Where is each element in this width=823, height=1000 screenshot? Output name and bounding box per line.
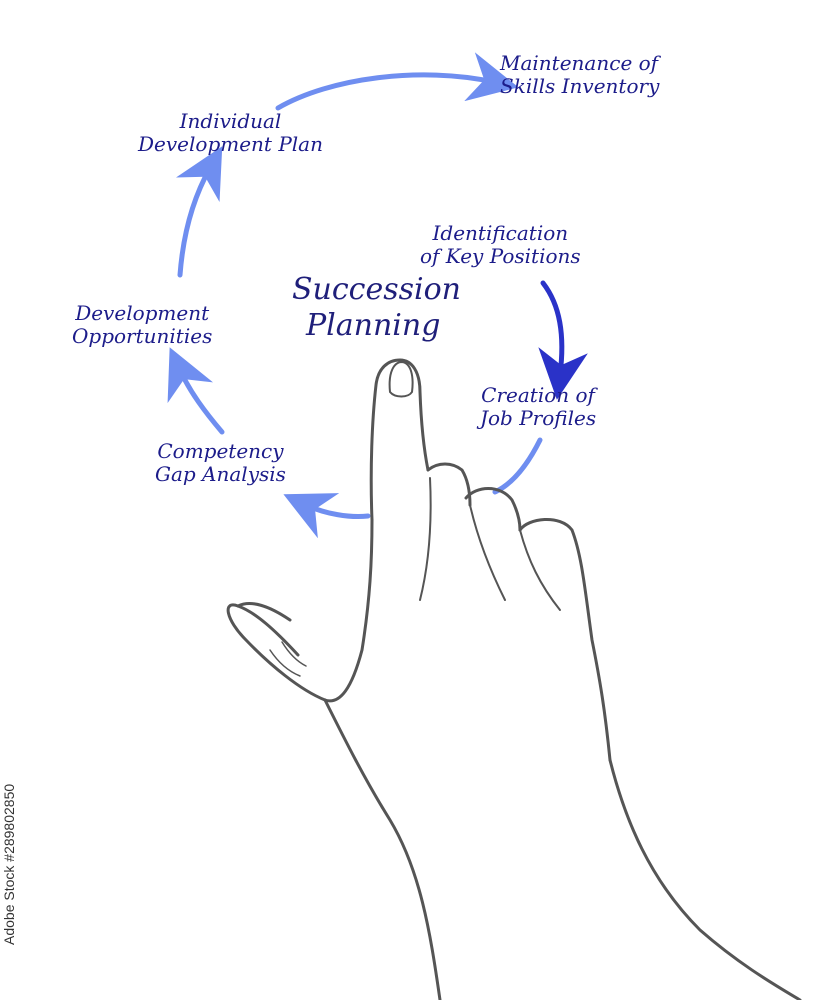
step-development-opportunities: Development Opportunities bbox=[72, 302, 212, 348]
step-competency-gap-analysis: Competency Gap Analysis bbox=[155, 440, 286, 486]
step-label-line: Maintenance of bbox=[500, 51, 659, 75]
arrow-opportunities-to-individual-plan bbox=[175, 146, 223, 278]
arrow-gap-to-development-opportunities bbox=[167, 347, 225, 435]
step-label-line: Skills Inventory bbox=[500, 74, 660, 98]
stock-image-id: Adobe Stock #289802850 bbox=[1, 745, 21, 945]
step-label-line: Creation of bbox=[481, 383, 595, 407]
arrow-individual-plan-to-maintenance bbox=[275, 52, 519, 111]
step-creation-of-job-profiles: Creation of Job Profiles bbox=[480, 384, 596, 430]
step-identification-of-key-positions: Identification of Key Positions bbox=[420, 222, 581, 268]
step-label-line: Job Profiles bbox=[480, 406, 597, 430]
step-label-line: Gap Analysis bbox=[155, 462, 286, 486]
arrow-identification-to-creation bbox=[538, 280, 588, 400]
step-label-line: Identification bbox=[432, 221, 569, 245]
stock-id-number: #289802850 bbox=[1, 783, 17, 862]
stock-brand: Adobe Stock bbox=[1, 861, 17, 945]
step-label-line: Competency bbox=[157, 439, 284, 463]
step-maintenance-of-skills-inventory: Maintenance of Skills Inventory bbox=[500, 52, 659, 98]
step-label-line: of Key Positions bbox=[420, 244, 581, 268]
arrow-to-competency-gap bbox=[283, 493, 371, 539]
step-individual-development-plan: Individual Development Plan bbox=[138, 110, 323, 156]
step-label-line: Opportunities bbox=[72, 324, 213, 348]
diagram-title: Succession Planning bbox=[292, 272, 461, 344]
pointing-hand-illustration bbox=[226, 358, 802, 1000]
title-line-1: Succession bbox=[292, 272, 461, 307]
arrow-creation-to-gap-analysis bbox=[492, 437, 543, 495]
step-label-line: Development Plan bbox=[138, 132, 323, 156]
step-label-line: Development bbox=[75, 301, 210, 325]
step-label-line: Individual bbox=[179, 109, 282, 133]
title-line-2: Planning bbox=[306, 308, 441, 343]
